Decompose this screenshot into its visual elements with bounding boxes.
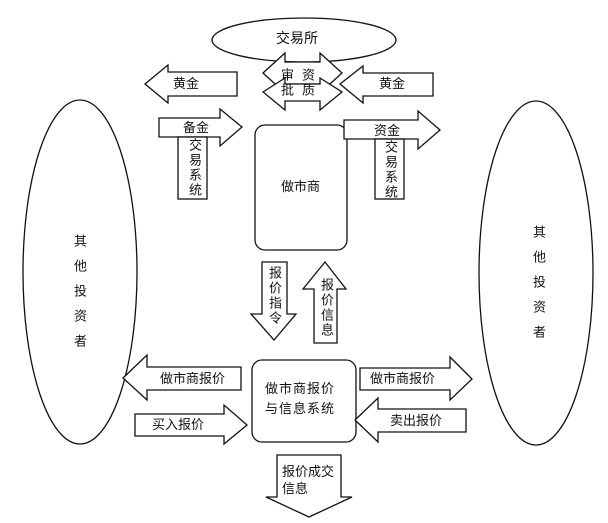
gold-trade-system-right-bar [374,138,405,200]
fund-right-in-label: 资金 [374,124,401,139]
mm-quote-right-arrow [359,355,473,402]
exchange-label: 交易所 [276,31,318,47]
gold-right-out-arrow [338,64,434,105]
deal-info-label: 报价成交信息 [282,465,335,497]
other-investors-right-label: 其他投资者 [530,225,545,350]
buy-quote-arrow [134,403,249,446]
quote-system-node [251,359,357,443]
market-maker-node [254,124,348,251]
quote-system-label: 做市商报价与信息系统 [265,382,336,417]
gold-trade-system-left-label: 交易系统 [186,138,201,198]
gold-left-out-arrow [143,63,238,105]
quote-instruction-arrow [249,261,298,341]
review-approval-label: 审批 [278,68,293,98]
sell-quote-arrow [354,396,467,444]
review-qualification-arrow-lower [261,76,344,112]
gold-left-out-label: 黄金 [173,77,200,92]
deal-info-arrow [265,454,353,518]
other-investors-left-label: 其他投资者 [71,234,86,359]
mm-quote-left-arrow [122,353,242,402]
other-investors-right-node [478,100,594,446]
quote-info-label: 报价信息 [318,278,333,338]
market-maker-label: 做市商 [281,180,321,195]
fund-left-in-label: 备金 [183,121,210,136]
gold-trade-system-right-label: 交易系统 [382,140,397,200]
quote-instruction-label: 报价指令 [266,266,281,326]
mm-quote-right-label: 做市商报价 [370,372,436,387]
qualification-label: 资质 [299,68,314,98]
mm-quote-left-label: 做市商报价 [160,372,226,387]
sell-quote-label: 卖出报价 [390,414,443,429]
buy-quote-label: 买入报价 [152,418,205,433]
fund-right-in-arrow [343,109,441,151]
other-investors-left-node [22,99,138,445]
gold-right-out-label: 黄金 [379,77,406,92]
gold-trade-system-left-bar [177,136,208,200]
quote-info-arrow [301,260,348,344]
